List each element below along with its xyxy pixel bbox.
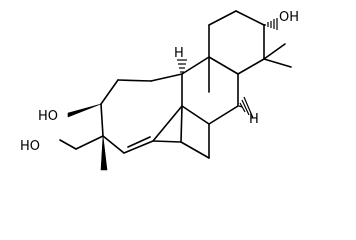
double-bond [123, 140, 154, 154]
ho-bottom-left-label: HO [20, 139, 40, 154]
c3-hydroxyl-hash [264, 18, 278, 30]
bond [102, 135, 125, 154]
bond [181, 105, 210, 125]
methyl-wedge [100, 135, 108, 171]
bond [75, 135, 104, 150]
methyl-bond [263, 58, 292, 68]
bond [235, 10, 265, 26]
oh-top-label: OH [279, 10, 299, 25]
hydroxyl-wedge [67, 103, 102, 118]
c5-hydrogen-hash [238, 96, 254, 119]
bond [208, 105, 239, 125]
hash-line [241, 99, 250, 116]
ho-left-label: HO [38, 109, 58, 124]
h-right-label: H [249, 112, 259, 127]
bond [59, 139, 77, 150]
bond [152, 140, 182, 143]
bond [208, 56, 239, 75]
methyl-bond [263, 43, 286, 60]
bond [100, 79, 119, 105]
double-bond-inner [127, 136, 151, 148]
bond [208, 10, 237, 26]
molecule-structure: OH HO HO H H [20, 10, 299, 171]
bond [150, 73, 183, 82]
hash-line [243, 96, 254, 119]
ring-c [100, 73, 183, 154]
ring-d [152, 105, 210, 159]
bond [117, 79, 152, 82]
bond [237, 58, 265, 75]
h-top-label: H [174, 46, 184, 61]
bond [152, 105, 183, 142]
ring-b [181, 56, 239, 125]
bond [180, 141, 210, 159]
c9-hydrogen-hash [177, 59, 187, 73]
hash-line [239, 102, 246, 113]
gem-dimethyl [263, 43, 292, 68]
bond [100, 103, 104, 137]
hydroxymethyl-group [59, 135, 104, 150]
ring-a [208, 10, 265, 75]
bond [180, 105, 183, 143]
bond [181, 56, 210, 75]
